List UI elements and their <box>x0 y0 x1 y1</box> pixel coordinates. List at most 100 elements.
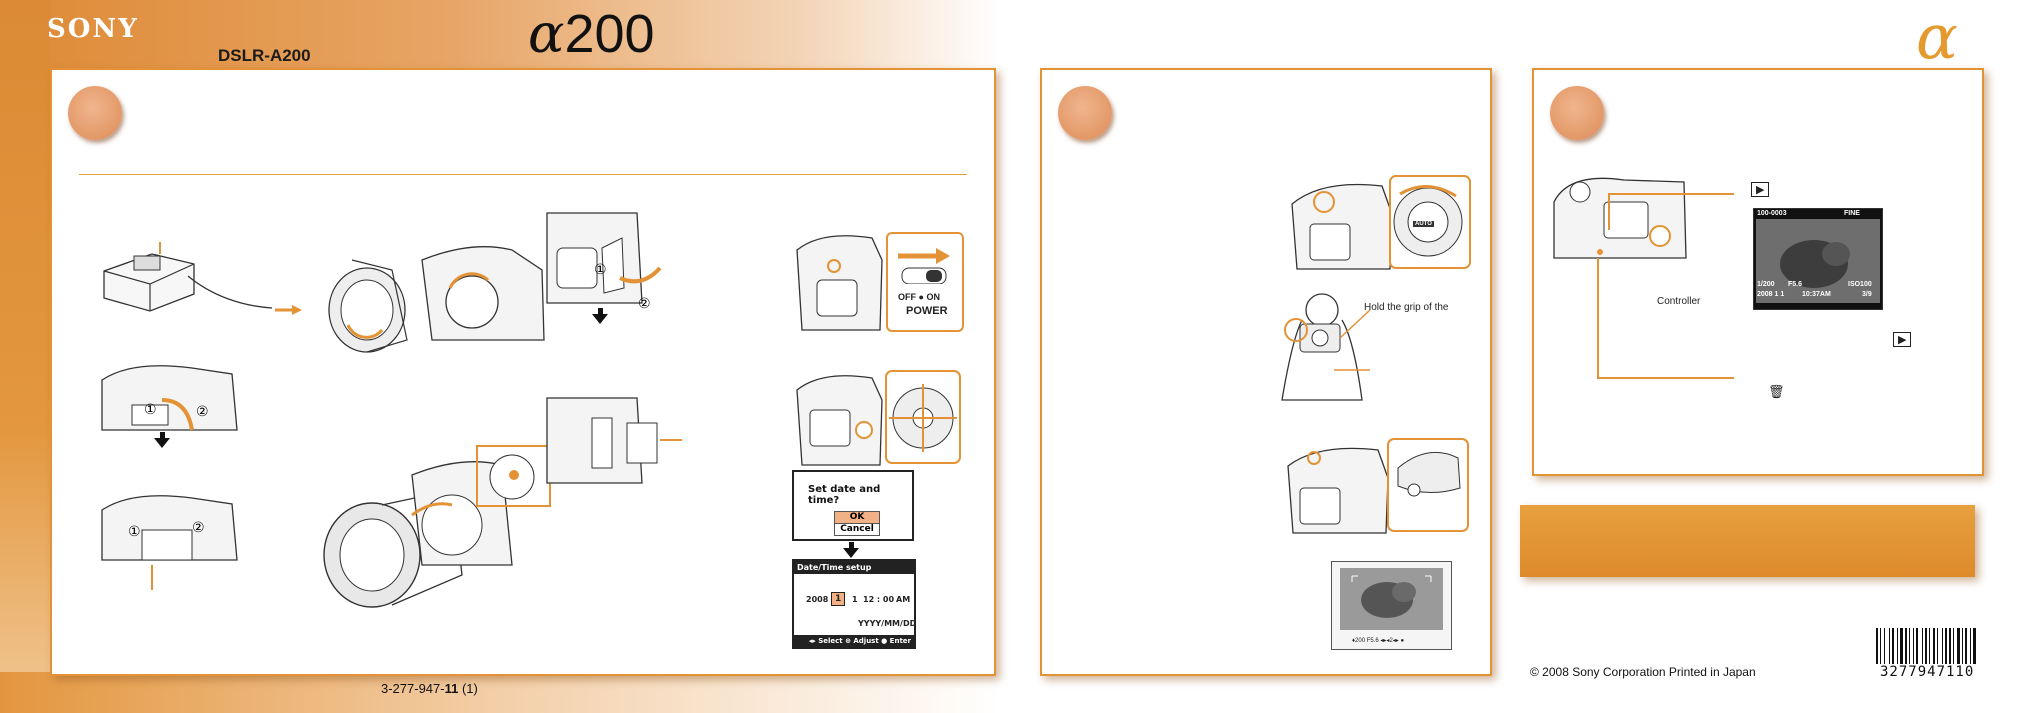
svg-text:①: ① <box>128 524 141 540</box>
power-off-label: OFF ● ON <box>898 292 940 302</box>
barcode-bar <box>1949 628 1951 664</box>
cancel-button[interactable]: Cancel <box>834 523 880 536</box>
barcode-bar <box>1945 628 1947 664</box>
down-arrow <box>154 438 170 448</box>
barcode-bar <box>1897 628 1898 664</box>
svg-text:②: ② <box>196 404 209 420</box>
barcode-bar <box>1922 628 1923 664</box>
holding-camera-figure <box>1281 293 1371 401</box>
lcd-photo <box>1756 219 1880 303</box>
lens-mount-figure <box>323 445 551 608</box>
grip-caption: Hold the grip of the <box>1364 302 1449 313</box>
datetime-year[interactable]: 2008 <box>806 595 829 604</box>
datetime-footer: ◂▸ Select ⊕ Adjust ● Enter <box>794 635 914 647</box>
barcode-bar <box>1942 628 1943 664</box>
note-box <box>1520 505 1975 577</box>
mode-dial-auto: AUTO <box>1413 221 1434 227</box>
down-arrow-2 <box>592 314 608 324</box>
date-dialog-screen: Set date and time? OK Cancel <box>792 470 914 541</box>
svg-text:①: ① <box>144 402 157 418</box>
down-arrow-stem <box>160 432 165 439</box>
footer-gradient-band <box>0 672 1000 713</box>
part-number: 3-277-947-11 (1) <box>381 681 478 696</box>
barcode-bar <box>1916 628 1918 664</box>
barcode-number: 3277947110 <box>1880 664 1975 680</box>
barcode-bar <box>1965 628 1967 664</box>
svg-text:①: ① <box>594 262 607 278</box>
step-circle-1 <box>68 86 122 140</box>
barcode-bar <box>1929 628 1930 664</box>
model-name: DSLR-A200 <box>218 46 311 65</box>
header-gradient-band <box>0 0 1000 75</box>
power-arrow-icon <box>898 248 950 284</box>
svg-text:②: ② <box>638 296 651 312</box>
lcd-iso: ISO100 <box>1848 281 1872 288</box>
delete-icon[interactable]: 🗑 <box>1768 384 1785 399</box>
camera-power-figure <box>796 235 883 331</box>
barcode-bar <box>1957 628 1960 664</box>
power-switch-callout: OFF ● ON POWER <box>886 232 964 332</box>
viewfinder-image <box>1340 568 1443 630</box>
barcode-bar <box>1909 628 1910 664</box>
barcode-bar <box>1962 628 1963 664</box>
lcd-folder-file: 100-0003 <box>1757 210 1787 217</box>
svg-text:②: ② <box>192 520 205 536</box>
lcd-aperture: F5.6 <box>1788 281 1803 288</box>
barcode-bar <box>1905 628 1907 664</box>
datetime-title: Date/Time setup <box>794 561 914 574</box>
datetime-time[interactable]: 12 : 00 <box>863 595 895 604</box>
barcode-bar <box>1925 628 1927 664</box>
power-caption[interactable]: POWER <box>906 305 948 317</box>
date-dialog-question: Set date and time? <box>808 484 881 506</box>
viewfinder-info: ♦200 F5.6 ◂▸◂2◂▸ ● <box>1352 638 1405 644</box>
battery-insert-figure: ① ② ① ② <box>101 365 238 590</box>
lcd-date: 2008 1 1 <box>1757 291 1785 298</box>
callout-lines <box>1597 193 1734 379</box>
lcd-quality: FINE <box>1844 210 1860 217</box>
datetime-format: YYYY/MM/DD <box>858 619 917 628</box>
viewfinder-screen: ♦200 F5.6 ◂▸◂2◂▸ ● <box>1331 561 1452 650</box>
camera-controller-figure <box>796 370 961 466</box>
playback-icon-note: ▶ <box>1893 332 1912 347</box>
down-arrow-stem-3 <box>849 542 854 549</box>
barcode-bar <box>1913 628 1914 664</box>
alpha-symbol: α <box>528 2 565 65</box>
barcode-bar <box>1900 628 1903 664</box>
lcd-shutter: 1/200 <box>1757 281 1775 288</box>
panel-playback: ▶ 100-0003 FINE 1/200 F5.6 ISO100 2008 1… <box>1532 68 1984 476</box>
shutter-figure <box>1287 438 1469 534</box>
side-gradient-band <box>0 0 50 713</box>
lcd-time: 10:37AM <box>1802 291 1831 298</box>
step-circle-3 <box>1550 86 1604 140</box>
barcode-bar <box>1880 628 1881 664</box>
lcd-count: 3/9 <box>1862 291 1872 298</box>
barcode <box>1876 628 1976 664</box>
barcode-bar <box>1889 628 1890 664</box>
sony-logo: SONY <box>47 14 139 44</box>
memory-card-figure: ① ② <box>546 212 682 484</box>
title-number: 200 <box>564 4 655 64</box>
datetime-day[interactable]: 1 <box>852 595 858 604</box>
barcode-bar <box>1892 628 1894 664</box>
copyright-text: © 2008 Sony Corporation Printed in Japan <box>1530 665 1756 679</box>
down-arrow-3 <box>843 548 859 558</box>
datetime-setup-screen: Date/Time setup 2008 1 1 12 : 00 AM YYYY… <box>792 559 916 649</box>
panel-shooting: AUTO Hold the grip of the ♦200 F5.6 ◂▸◂2… <box>1040 68 1492 676</box>
panel-setup: ① ② ① ② ① ② <box>50 68 996 676</box>
barcode-bar <box>1953 628 1954 664</box>
barcode-bar <box>1973 628 1976 664</box>
barcode-bar <box>1933 628 1935 664</box>
lcd-playback-screen: 100-0003 FINE 1/200 F5.6 ISO100 2008 1 1… <box>1753 208 1883 310</box>
mode-dial-figure <box>1291 175 1471 270</box>
controller-label: Controller <box>1657 296 1701 307</box>
datetime-ampm[interactable]: AM <box>896 595 911 604</box>
panel-divider <box>79 174 967 175</box>
down-arrow-stem-2 <box>598 308 603 315</box>
lens-cap-figure <box>328 246 545 353</box>
barcode-bar <box>1970 628 1971 664</box>
camera-back-figure <box>1553 177 1687 259</box>
datetime-month[interactable]: 1 <box>831 592 846 606</box>
playback-button-icon[interactable]: ▶ <box>1751 182 1770 197</box>
step-circle-2 <box>1058 86 1112 140</box>
alpha-logo: α <box>1916 0 1958 73</box>
